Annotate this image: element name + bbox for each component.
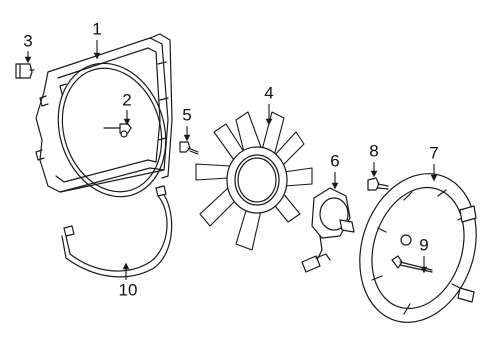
part-clip-3 xyxy=(15,63,35,79)
callout-9: 9 xyxy=(419,235,428,254)
callout-5: 5 xyxy=(182,105,191,124)
callout-8: 8 xyxy=(369,141,378,160)
callout-2: 2 xyxy=(122,90,131,109)
part-bolt-8 xyxy=(367,177,389,191)
part-fan-housing xyxy=(359,173,477,323)
part-fan-shroud xyxy=(35,33,173,198)
callouts: 1 2 3 4 5 6 7 8 9 10 xyxy=(23,19,438,299)
part-fan-motor xyxy=(301,187,355,273)
part-bolt-5 xyxy=(179,141,199,155)
callout-7: 7 xyxy=(429,143,438,162)
callout-6: 6 xyxy=(330,151,339,170)
callout-1: 1 xyxy=(92,19,101,38)
part-cooling-fan xyxy=(195,111,313,251)
callout-3: 3 xyxy=(23,31,32,50)
callout-10: 10 xyxy=(119,280,138,299)
leaders xyxy=(24,40,438,280)
callout-4: 4 xyxy=(264,83,273,102)
part-retaining-strap xyxy=(61,185,173,278)
